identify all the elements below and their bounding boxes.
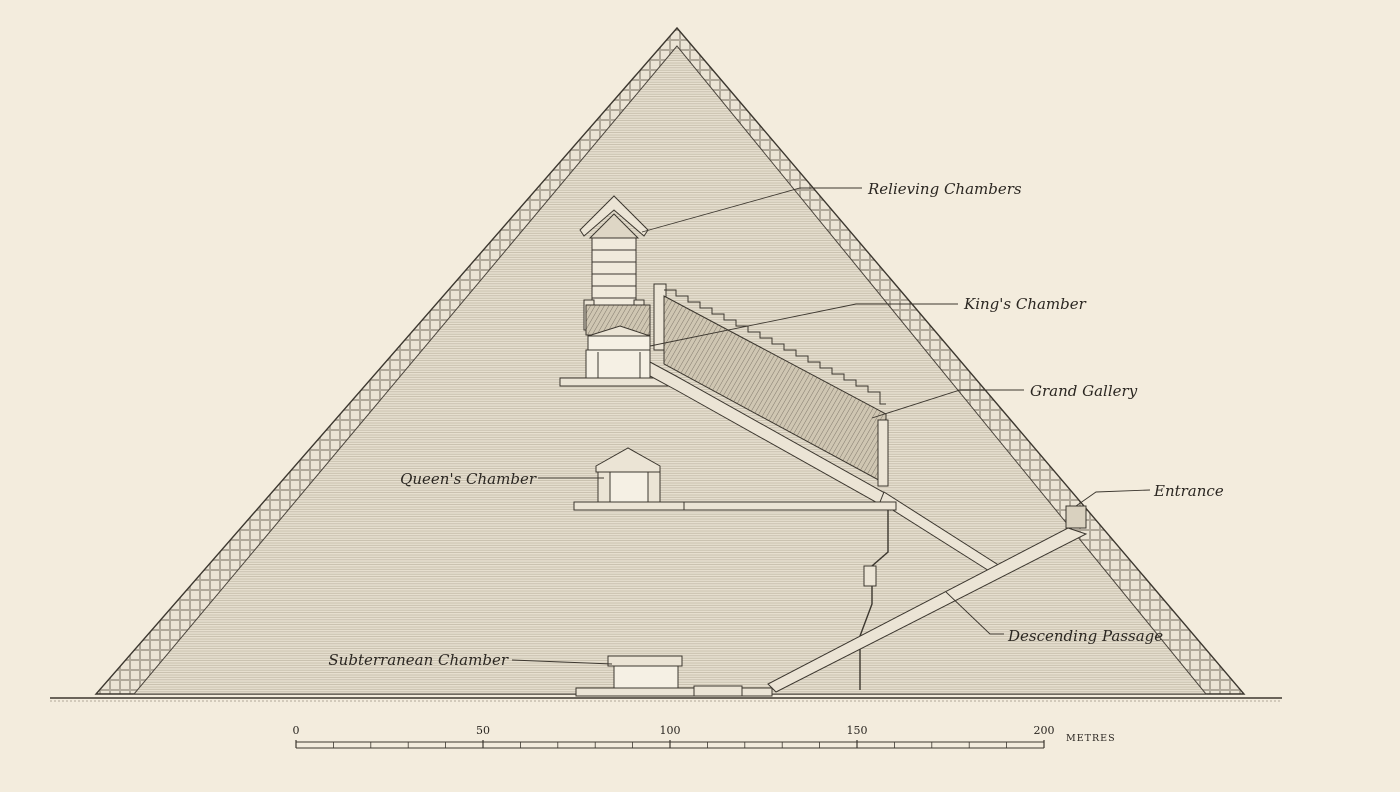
scale-tick-50: 50	[476, 724, 490, 737]
label-queens-chamber: Queen's Chamber	[400, 470, 537, 488]
scale-unit-label: METRES	[1066, 733, 1116, 744]
scale-tick-0: 0	[293, 724, 300, 737]
scale-tick-100: 100	[660, 724, 681, 737]
pyramid-core	[132, 45, 1208, 695]
leader-lines	[511, 187, 1151, 665]
label-kings-chamber: King's Chamber	[963, 295, 1087, 313]
queens-chamber-structure	[573, 447, 897, 511]
label-entrance: Entrance	[1153, 482, 1224, 500]
kings-chamber-structure	[559, 304, 671, 387]
scale-bar-minor-ticks	[295, 740, 1045, 748]
descending-passage	[767, 505, 1088, 693]
scale-tick-200: 200	[1034, 724, 1055, 737]
well-shaft-grotto	[863, 565, 877, 587]
label-descending-passage: Descending Passage	[1007, 627, 1163, 645]
scale-tick-150: 150	[847, 724, 868, 737]
label-subterranean-chamber: Subterranean Chamber	[328, 651, 508, 669]
subterranean-chamber-structure	[575, 655, 773, 697]
label-grand-gallery: Grand Gallery	[1030, 382, 1138, 400]
grand-gallery-structure	[653, 283, 889, 487]
scale-bar: 0 50 100 150 200 METRES	[293, 724, 1116, 749]
label-relieving-chambers: Relieving Chambers	[867, 180, 1022, 198]
relieving-chambers-structure	[579, 195, 649, 331]
